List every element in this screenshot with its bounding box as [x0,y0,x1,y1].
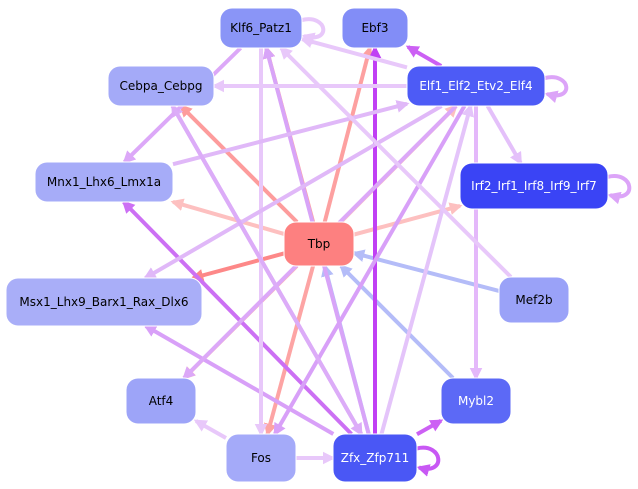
node-mef2b[interactable]: Mef2b [498,276,570,324]
node-label: Klf6_Patz1 [230,21,292,35]
node-tbp[interactable]: Tbp [283,221,355,267]
node-box [107,65,215,107]
node-box [341,7,409,49]
edge-fos-to-atf4 [193,419,227,440]
edge-zfx-zfp711-to-mnx1-lhx6-lmx1a [121,200,353,436]
node-box [225,433,297,483]
node-label: Mef2b [515,293,552,307]
node-label: Irf2_Irf1_Irf8_Irf9_Irf7 [471,179,597,193]
node-label: Mnx1_Lhx6_Lmx1a [47,175,161,189]
node-label: Msx1_Lhx9_Barx1_Rax_Dlx6 [19,295,188,309]
node-box [283,221,355,267]
node-cebpa-cebpg[interactable]: Cebpa_Cebpg [107,65,215,107]
node-label: Cebpa_Cebpg [120,79,203,93]
edge-tbp-to-fos [264,265,315,437]
node-box [459,162,609,210]
edge-cebpa-cebpg-to-zfx-zfp711 [170,105,363,437]
node-mnx1-lhx6-lmx1a[interactable]: Mnx1_Lhx6_Lmx1a [34,161,174,203]
node-label: Zfx_Zfp711 [341,451,410,465]
node-ebf3[interactable]: Ebf3 [341,7,409,49]
node-box [440,377,512,425]
node-box [219,7,303,49]
edge-zfx-zfp711-to-msx1-lhx9-barx1-rax-dlx6 [143,324,335,436]
edge-irf2-irf1-irf8-irf9-irf7-to-irf2-irf1-irf8-irf9-irf7 [607,174,632,205]
edge-klf6-patz1-to-klf6-patz1 [301,17,326,45]
edge-elf1-elf2-etv2-elf4-to-klf6-patz1 [299,35,408,70]
node-klf6-patz1[interactable]: Klf6_Patz1 [219,7,303,49]
node-label: Atf4 [149,394,174,408]
edge-elf1-elf2-etv2-elf4-to-elf1-elf2-etv2-elf4 [544,75,569,103]
node-mybl2[interactable]: Mybl2 [440,377,512,425]
edge-tbp-to-ebf3 [322,45,374,223]
edge-elf1-elf2-etv2-elf4-to-ebf3 [405,45,443,68]
edge-elf1-elf2-etv2-elf4-to-msx1-lhx9-barx1-rax-dlx6 [143,104,443,280]
edge-elf1-elf2-etv2-elf4-to-irf2-irf1-irf8-irf9-irf7 [485,104,523,166]
edge-zfx-zfp711-to-elf1-elf2-etv2-elf4 [379,103,475,435]
node-fos[interactable]: Fos [225,433,297,483]
edge-mnx1-lhx6-lmx1a-to-elf1-elf2-etv2-elf4 [172,100,410,167]
edge-tbp-to-msx1-lhx9-barx1-rax-dlx6 [190,251,285,282]
edge-mybl2-to-tbp [339,264,455,380]
node-label: Ebf3 [361,21,388,35]
edge-zfx-zfp711-to-zfx-zfp711 [416,445,441,477]
node-box [5,277,203,327]
node-label: Tbp [307,237,331,251]
node-zfx-zfp711[interactable]: Zfx_Zfp711 [332,433,418,483]
node-box [332,433,418,483]
node-box [406,65,546,107]
node-label: Elf1_Elf2_Etv2_Elf4 [419,79,532,93]
edge-elf1-elf2-etv2-elf4-to-fos [273,104,467,437]
node-msx1-lhx9-barx1-rax-dlx6[interactable]: Msx1_Lhx9_Barx1_Rax_Dlx6 [5,277,203,327]
node-elf1-elf2-etv2-elf4[interactable]: Elf1_Elf2_Etv2_Elf4 [406,65,546,107]
edge-tbp-to-cebpa-cebpg [179,104,299,224]
node-box [125,377,197,425]
node-label: Fos [251,451,271,465]
edge-mef2b-to-klf6-patz1 [279,46,513,279]
node-atf4[interactable]: Atf4 [125,377,197,425]
node-box [34,161,174,203]
node-box [498,276,570,324]
edge-tbp-to-mnx1-lhx6-lmx1a [170,198,285,236]
node-label: Mybl2 [458,394,494,408]
edge-zfx-zfp711-to-mybl2 [416,419,444,437]
node-irf2-irf1-irf8-irf9-irf7[interactable]: Irf2_Irf1_Irf8_Irf9_Irf7 [459,162,609,210]
